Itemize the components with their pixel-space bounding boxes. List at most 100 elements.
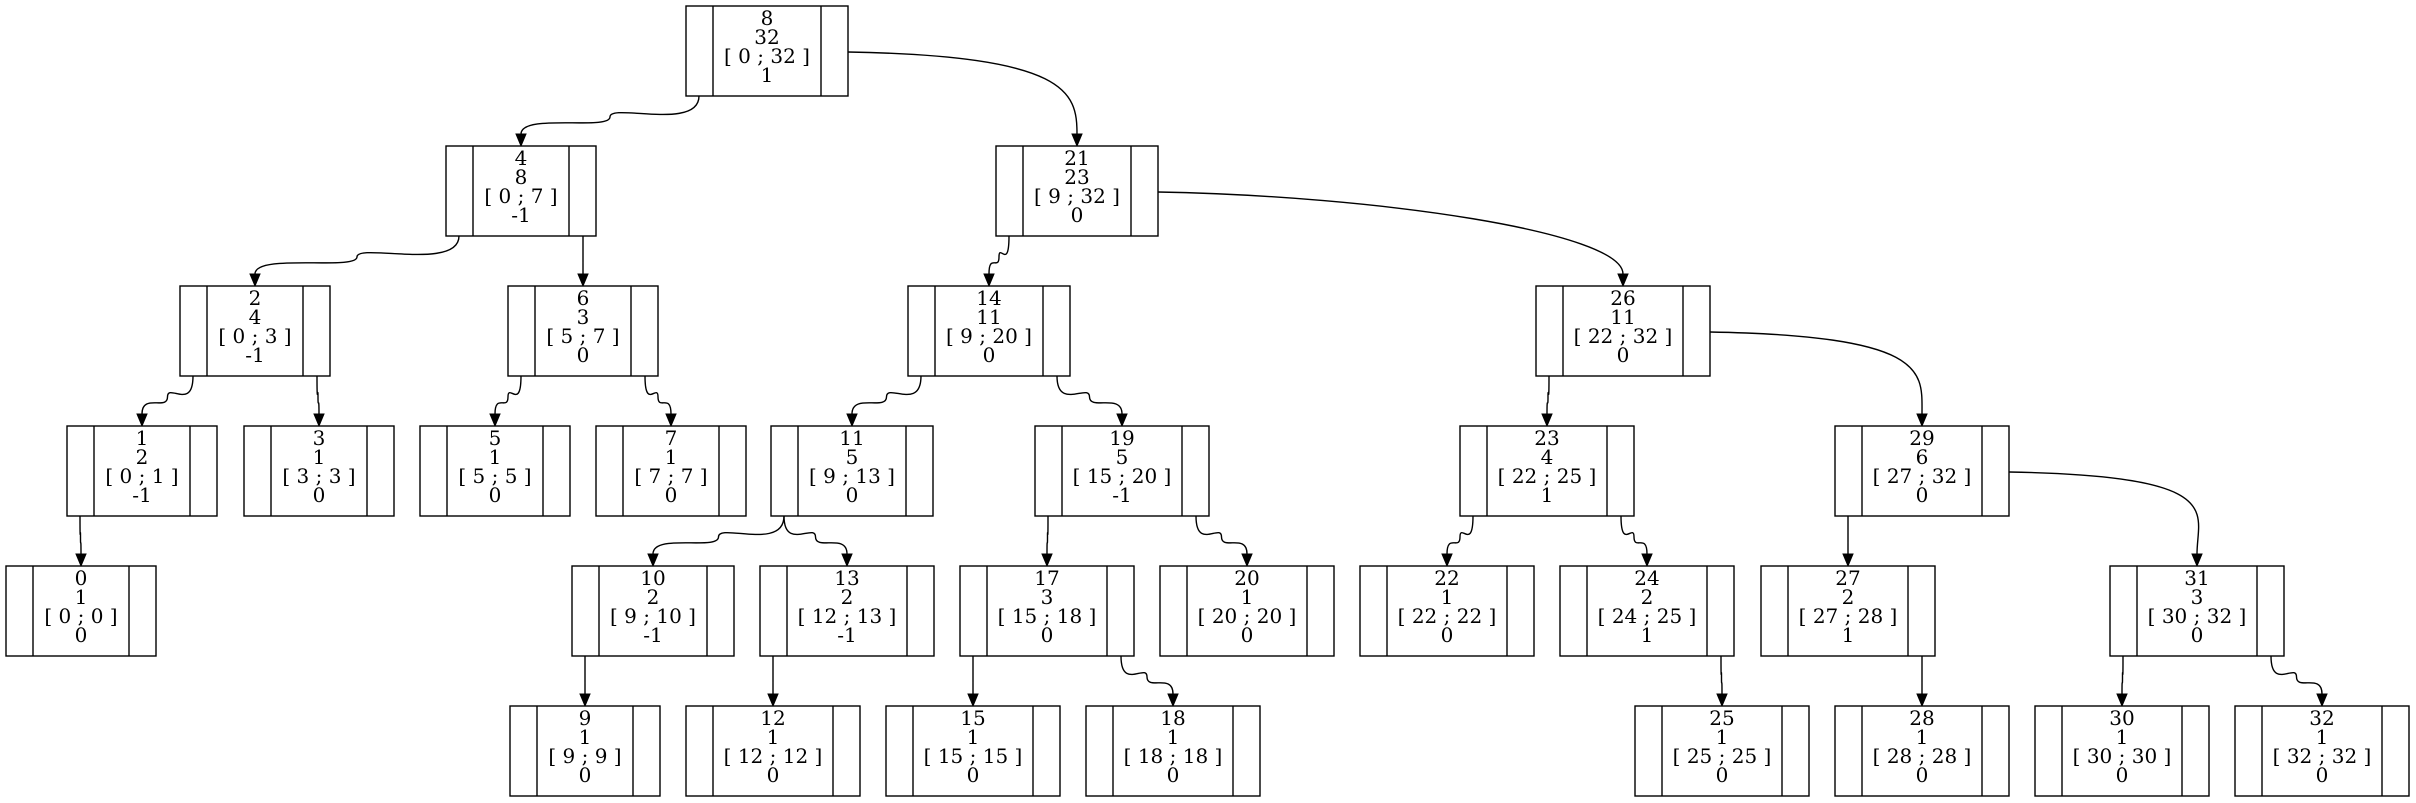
node-size: 6 bbox=[1916, 445, 1929, 469]
tree-node-6: 63[ 5 ; 7 ]0 bbox=[507, 285, 659, 377]
node-size: 1 bbox=[1167, 725, 1180, 749]
node-key: 13 bbox=[834, 566, 859, 590]
edge-line bbox=[1157, 191, 1624, 275]
node-size: 1 bbox=[489, 445, 502, 469]
node-balance: 0 bbox=[1071, 203, 1084, 227]
node-size: 1 bbox=[1441, 585, 1454, 609]
tree-node-22: 221[ 22 ; 22 ]0 bbox=[1359, 565, 1535, 657]
node-range: [ 9 ; 10 ] bbox=[610, 604, 696, 628]
edge-line bbox=[1709, 331, 1923, 415]
node-size: 5 bbox=[1116, 445, 1129, 469]
node-size: 1 bbox=[579, 725, 592, 749]
tree-node-19: 195[ 15 ; 20 ]-1 bbox=[1034, 425, 1210, 517]
node-range: [ 7 ; 7 ] bbox=[634, 464, 707, 488]
node-range: [ 0 ; 3 ] bbox=[218, 324, 291, 348]
node-box bbox=[2034, 705, 2210, 797]
arrowhead-icon bbox=[2116, 693, 2128, 708]
node-balance: -1 bbox=[837, 623, 856, 647]
edge-2-1 bbox=[136, 375, 194, 428]
node-key: 29 bbox=[1909, 426, 1934, 450]
arrowhead-icon bbox=[846, 413, 858, 428]
edge-line bbox=[652, 515, 785, 555]
node-size: 2 bbox=[1842, 585, 1855, 609]
arrowhead-icon bbox=[983, 273, 995, 288]
arrowhead-icon bbox=[2316, 693, 2328, 708]
arrowhead-icon bbox=[1617, 273, 1629, 288]
node-balance: 1 bbox=[1641, 623, 1654, 647]
node-size: 11 bbox=[1610, 305, 1635, 329]
edge-31-30 bbox=[2116, 655, 2128, 708]
node-range: [ 9 ; 13 ] bbox=[809, 464, 895, 488]
edge-line bbox=[254, 235, 460, 275]
node-range: [ 9 ; 32 ] bbox=[1034, 184, 1120, 208]
node-key: 32 bbox=[2309, 706, 2334, 730]
edge-10-9 bbox=[579, 656, 591, 708]
node-balance: 0 bbox=[767, 763, 780, 787]
node-size: 1 bbox=[1241, 585, 1254, 609]
node-box bbox=[1085, 705, 1261, 797]
tree-node-28: 281[ 28 ; 28 ]0 bbox=[1834, 705, 2010, 797]
edge-line bbox=[644, 375, 672, 415]
node-size: 2 bbox=[647, 585, 660, 609]
edge-11-10 bbox=[647, 515, 785, 568]
node-key: 9 bbox=[579, 706, 592, 730]
node-box bbox=[1760, 565, 1936, 657]
node-key: 0 bbox=[75, 566, 88, 590]
node-balance: 0 bbox=[2191, 623, 2204, 647]
node-balance: 1 bbox=[1541, 483, 1554, 507]
node-key: 2 bbox=[249, 286, 262, 310]
node-size: 1 bbox=[1716, 725, 1729, 749]
node-range: [ 27 ; 28 ] bbox=[1799, 604, 1898, 628]
arrowhead-icon bbox=[1916, 413, 1928, 428]
node-size: 2 bbox=[136, 445, 149, 469]
arrowhead-icon bbox=[967, 693, 979, 708]
node-range: [ 12 ; 12 ] bbox=[724, 744, 823, 768]
edge-line bbox=[1120, 655, 1174, 695]
node-size: 5 bbox=[846, 445, 859, 469]
node-key: 20 bbox=[1234, 566, 1259, 590]
arrowhead-icon bbox=[249, 273, 261, 288]
tree-node-13: 132[ 12 ; 13 ]-1 bbox=[759, 565, 935, 657]
tree-node-1: 12[ 0 ; 1 ]-1 bbox=[66, 425, 218, 517]
edge-19-17 bbox=[1041, 515, 1053, 568]
tree-node-31: 313[ 30 ; 32 ]0 bbox=[2109, 565, 2285, 657]
arrowhead-icon bbox=[515, 133, 527, 148]
edge-14-11 bbox=[846, 375, 922, 428]
node-balance: 0 bbox=[1167, 763, 1180, 787]
node-size: 4 bbox=[249, 305, 262, 329]
node-size: 3 bbox=[2191, 585, 2204, 609]
node-key: 27 bbox=[1835, 566, 1860, 590]
node-box bbox=[507, 285, 659, 377]
tree-node-30: 301[ 30 ; 30 ]0 bbox=[2034, 705, 2210, 797]
edge-4-2 bbox=[249, 235, 460, 288]
tree-node-20: 201[ 20 ; 20 ]0 bbox=[1159, 565, 1335, 657]
tree-node-7: 71[ 7 ; 7 ]0 bbox=[595, 425, 747, 517]
node-key: 23 bbox=[1534, 426, 1559, 450]
node-key: 18 bbox=[1160, 706, 1185, 730]
edge-23-22 bbox=[1441, 515, 1474, 568]
edge-line bbox=[988, 235, 1010, 275]
tree-node-25: 251[ 25 ; 25 ]0 bbox=[1634, 705, 1810, 797]
node-box bbox=[243, 425, 395, 517]
node-balance: 0 bbox=[1241, 623, 1254, 647]
node-range: [ 5 ; 7 ] bbox=[546, 324, 619, 348]
node-balance: 1 bbox=[1842, 623, 1855, 647]
tree-node-12: 121[ 12 ; 12 ]0 bbox=[685, 705, 861, 797]
tree-node-0: 01[ 0 ; 0 ]0 bbox=[5, 565, 157, 657]
node-key: 6 bbox=[577, 286, 590, 310]
tree-node-10: 102[ 9 ; 10 ]-1 bbox=[571, 565, 735, 657]
arrowhead-icon bbox=[577, 273, 589, 288]
node-key: 8 bbox=[761, 6, 774, 30]
node-balance: 1 bbox=[761, 63, 774, 87]
node-balance: 0 bbox=[75, 623, 88, 647]
node-range: [ 0 ; 32 ] bbox=[724, 44, 810, 68]
node-key: 30 bbox=[2109, 706, 2134, 730]
arrowhead-icon bbox=[665, 413, 677, 428]
node-box bbox=[2109, 565, 2285, 657]
node-balance: 0 bbox=[1041, 623, 1054, 647]
node-key: 15 bbox=[960, 706, 985, 730]
node-size: 2 bbox=[1641, 585, 1654, 609]
node-range: [ 30 ; 30 ] bbox=[2073, 744, 2172, 768]
node-range: [ 28 ; 28 ] bbox=[1873, 744, 1972, 768]
